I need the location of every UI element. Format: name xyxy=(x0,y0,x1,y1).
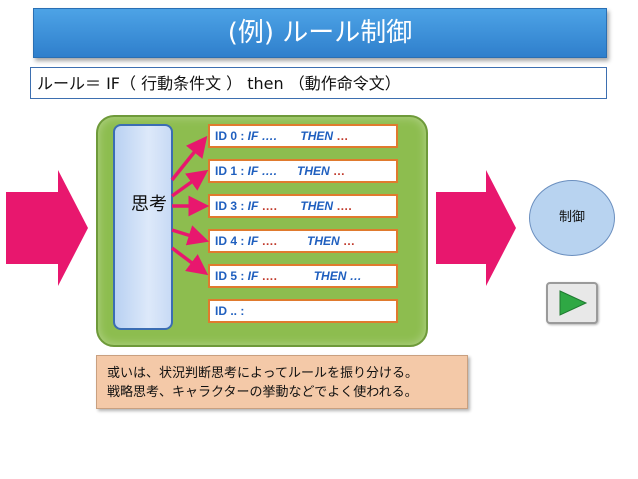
play-button[interactable] xyxy=(546,282,598,324)
rule-then-dots: … xyxy=(333,164,346,178)
rule-row-3: ID 3 : IF …. THEN …. xyxy=(208,194,398,218)
rule-if-dots: …. xyxy=(261,164,278,178)
rule-then-dots: … xyxy=(336,129,349,143)
rule-row-1: ID 1 : IF …. THEN … xyxy=(208,159,398,183)
rule-id: ID 1 : xyxy=(215,164,248,178)
rule-id: ID 5 : xyxy=(215,269,248,283)
rule-if-dots: …. xyxy=(261,199,278,213)
rule-if-dots: …. xyxy=(261,234,278,248)
rule-then: THEN xyxy=(307,234,344,248)
note-box: 或いは、状況判断思考によってルールを振り分ける。 戦略思考、キャラクターの挙動な… xyxy=(96,355,468,409)
title-banner: (例) ルール制御 xyxy=(33,8,607,58)
dispatch-arrow-4 xyxy=(171,225,210,246)
play-icon xyxy=(559,290,588,316)
note-line-1: 或いは、状況判断思考によってルールを振り分ける。 xyxy=(107,366,418,381)
rule-if: IF xyxy=(247,164,262,178)
dispatch-arrow-1 xyxy=(170,169,209,198)
think-label: 思考 xyxy=(131,194,167,215)
rule-then: THEN xyxy=(313,269,350,283)
rule-id: ID 4 : xyxy=(215,234,248,248)
rule-row-0: ID 0 : IF …. THEN … xyxy=(208,124,398,148)
rule-row-5: ID 5 : IF …. THEN … xyxy=(208,264,398,288)
rule-row-4: ID 4 : IF …. THEN … xyxy=(208,229,398,253)
output-arrow xyxy=(436,170,516,286)
rule-row-more: ID .. : xyxy=(208,299,398,323)
control-circle: 制御 xyxy=(529,180,615,256)
input-arrow xyxy=(6,170,88,286)
rule-if: IF xyxy=(247,129,262,143)
dispatch-arrow-5 xyxy=(170,246,209,276)
dispatch-arrow-0 xyxy=(170,135,208,182)
rule-then: THEN xyxy=(300,129,337,143)
rule-id: ID 3 : xyxy=(215,199,248,213)
rule-id: ID .. : xyxy=(215,304,248,318)
control-label: 制御 xyxy=(558,210,585,225)
note-line-2: 戦略思考、キャラクターの挙動などでよく使われる。 xyxy=(107,385,418,400)
rule-if: IF xyxy=(247,269,262,283)
rule-then-dots: … xyxy=(343,234,356,248)
title-text: (例) ルール制御 xyxy=(227,18,413,48)
think-box xyxy=(113,124,173,330)
rule-then-dots: …. xyxy=(336,199,352,213)
rule-if: IF xyxy=(247,234,262,248)
rule-if: IF xyxy=(247,199,262,213)
rule-then: THEN xyxy=(300,199,337,213)
rule-then-dots: … xyxy=(349,269,362,283)
rule-then: THEN xyxy=(297,164,334,178)
rule-id: ID 0 : xyxy=(215,129,248,143)
rule-if-dots: …. xyxy=(261,269,278,283)
rule-if-dots: …. xyxy=(261,129,278,143)
rule-definition: ルール＝ IF（ 行動条件文 ） then （動作命令文） xyxy=(30,67,607,99)
